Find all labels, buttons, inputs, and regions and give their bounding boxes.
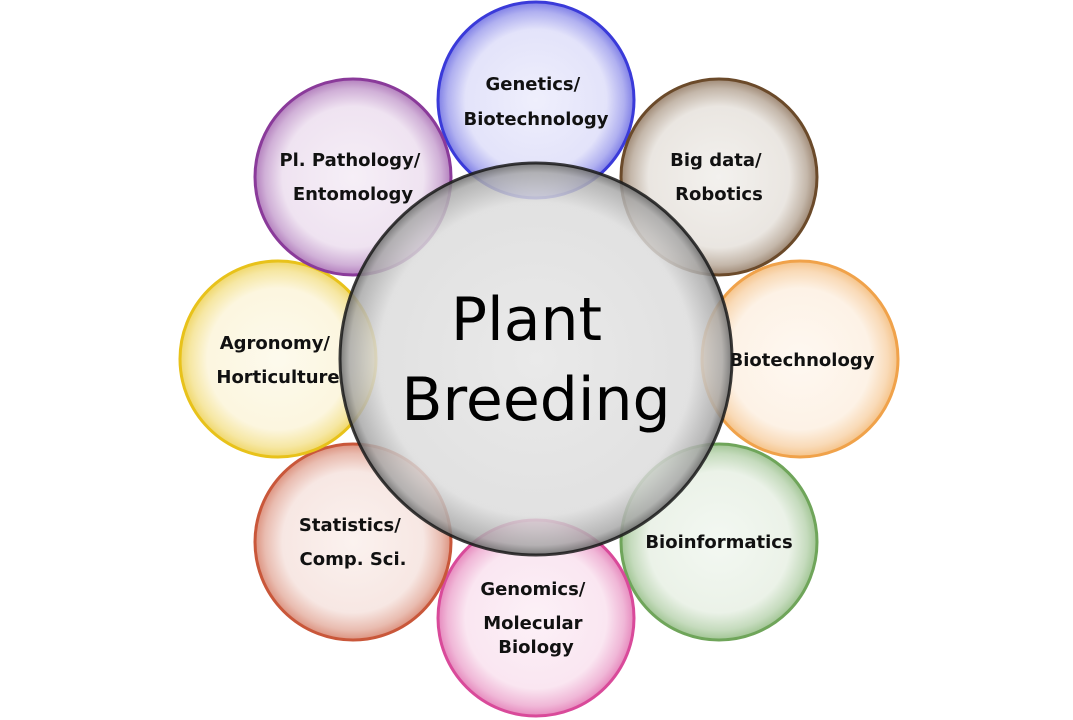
svg-text:Statistics/ Comp. Sci.: Statistics/ Comp. Sci.	[299, 515, 407, 570]
svg-text:Agronomy/ Horticulture: Agronomy/ Horticulture	[216, 333, 339, 388]
label-agronomy-line2: Horticulture	[216, 367, 339, 388]
label-big-data-line2: Robotics	[675, 184, 763, 205]
svg-text:Pl. Pathology/ Entomolog: Pl. Pathology/ Entomology	[279, 150, 426, 205]
label-big-data-line1: Big data/	[670, 150, 762, 171]
label-pathology-line1: Pl. Pathology/	[279, 150, 420, 171]
label-biotechnology: Biotechnology	[730, 350, 875, 371]
satellite-circle-agronomy: Agronomy/ Horticulture	[178, 259, 378, 459]
label-genetics-line2: Biotechnology	[464, 109, 609, 130]
label-genetics-line1: Genetics/	[485, 74, 580, 95]
label-statistics-line1: Statistics/	[299, 515, 401, 536]
center-title-line2: Breeding	[401, 365, 670, 435]
satellite-circle-biotechnology: Biotechnology	[700, 259, 900, 459]
label-pathology-line2: Entomology	[293, 184, 414, 205]
label-genomics-line1: Genomics/	[480, 579, 585, 600]
label-genomics-line3: Biology	[498, 637, 574, 658]
center-title-line1: Plant	[451, 285, 602, 355]
svg-text:Genomics/ Molecular: Genomics/ Molecular Biology	[480, 579, 591, 658]
label-bioinformatics: Bioinformatics	[645, 532, 792, 553]
svg-text:Biotechnology: Biotechnology	[730, 350, 875, 371]
svg-text:Genetics/ Biotechnology: Genetics/ Biotechnology	[464, 74, 609, 130]
svg-text:Big data/ Robotics: Big data/ Robotics	[670, 150, 768, 205]
label-agronomy-line1: Agronomy/	[220, 333, 331, 354]
label-statistics-line2: Comp. Sci.	[300, 549, 407, 570]
label-genomics-line2: Molecular	[483, 613, 582, 634]
satellite-circle-genetics: Genetics/ Biotechnology	[436, 0, 636, 200]
center-circle-plant-breeding: Plant Breeding	[338, 161, 734, 557]
svg-text:Bioinformatics: Bioinformatics	[645, 532, 792, 553]
svg-text:Plant Breeding: Plant Breeding	[401, 285, 670, 435]
